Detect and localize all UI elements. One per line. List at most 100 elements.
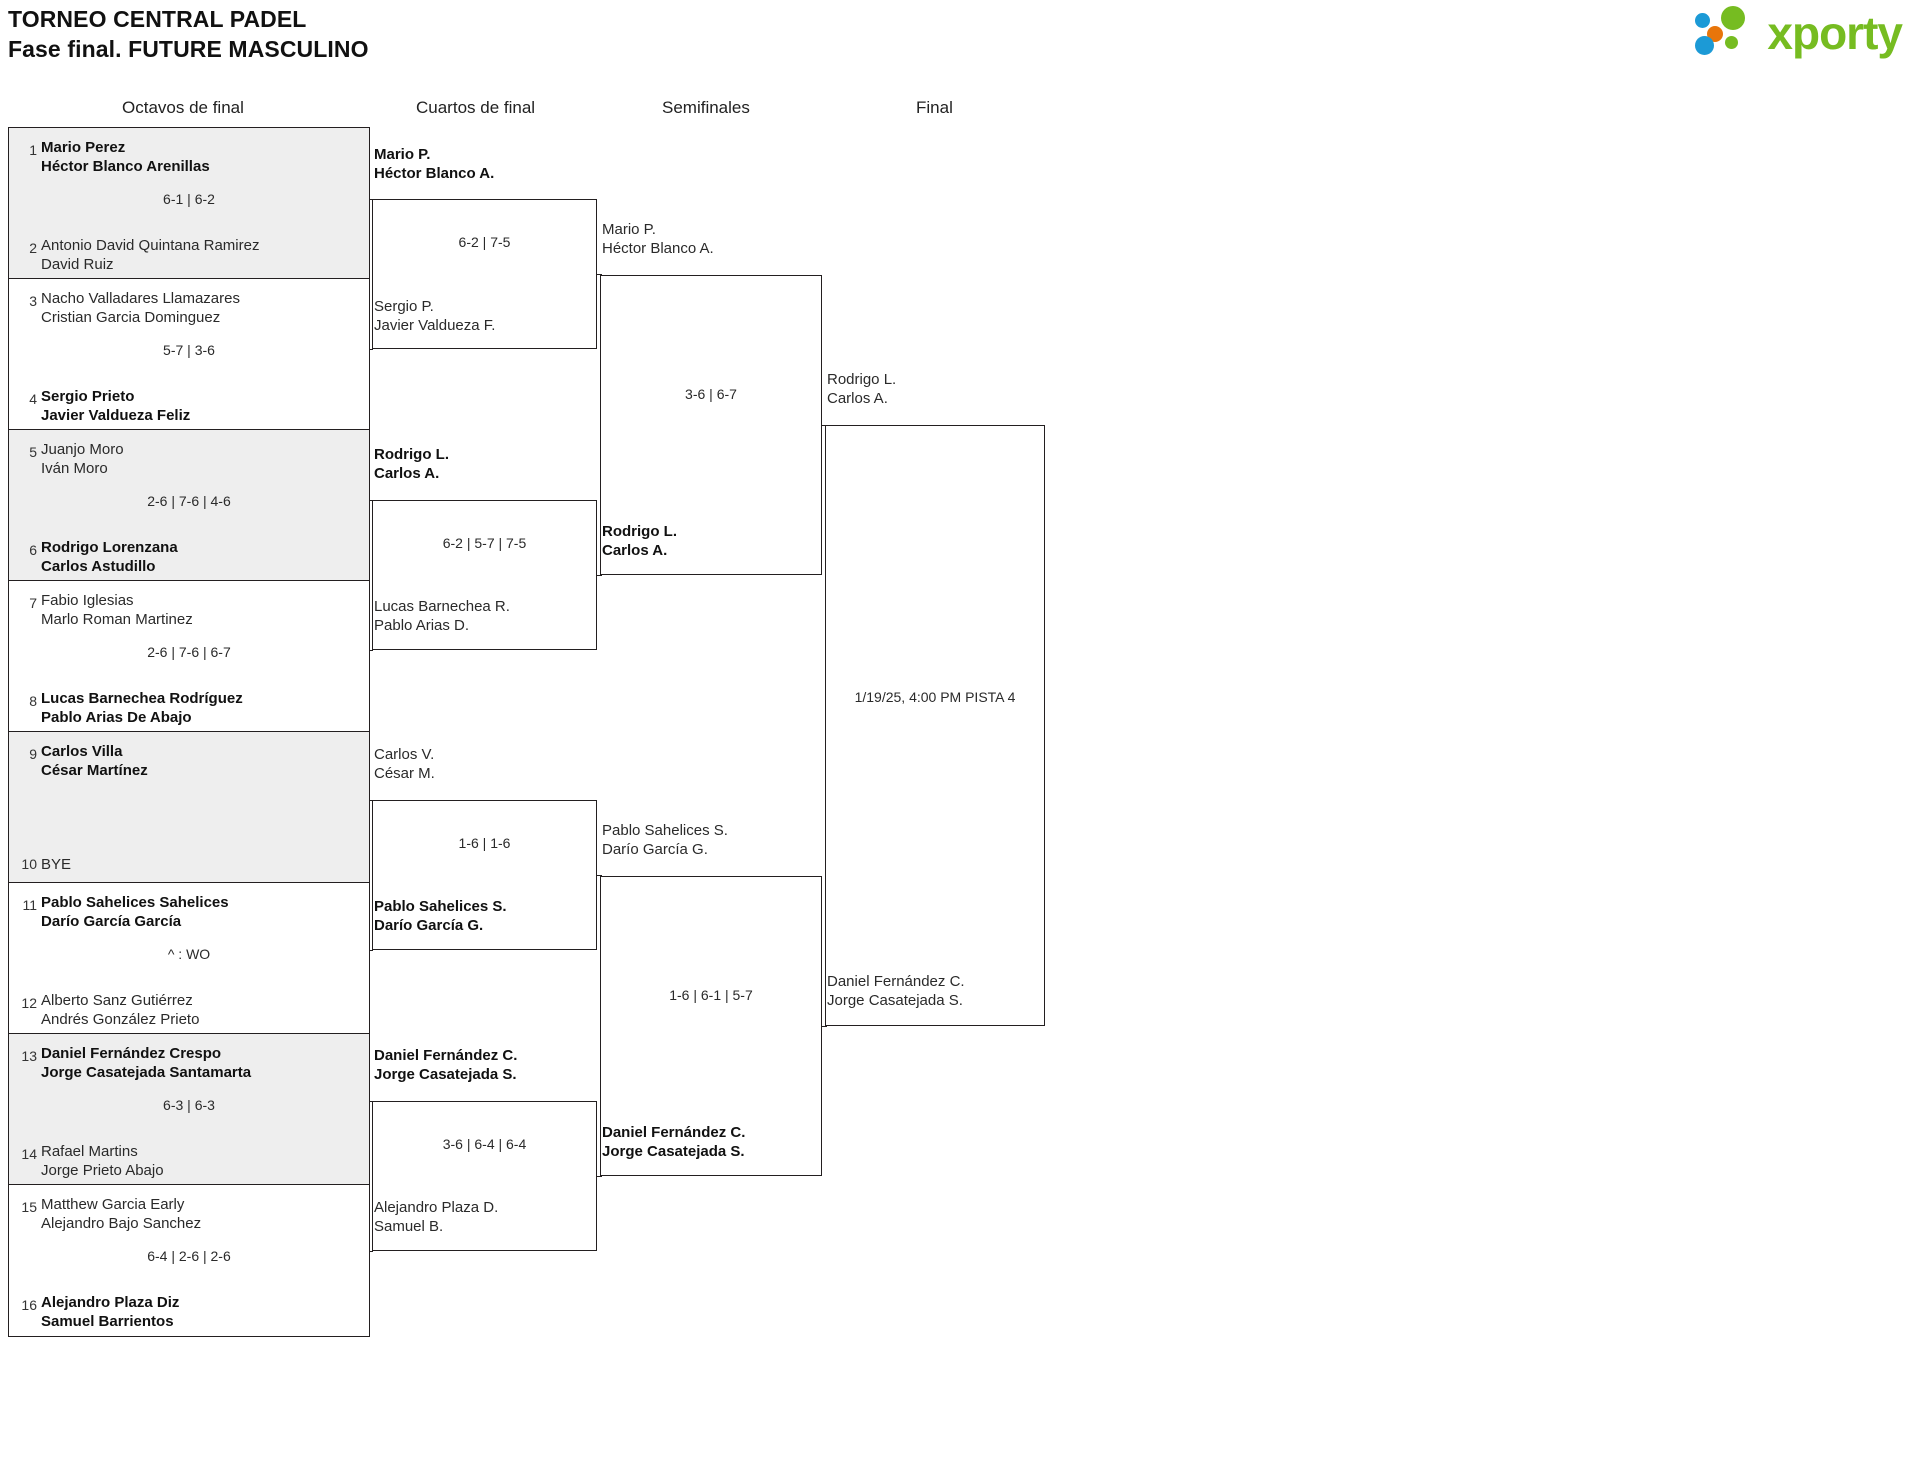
round3-team-bottom: Rodrigo L. Carlos A. xyxy=(602,522,677,560)
round1-match[interactable]: 15 Matthew Garcia Early Alejandro Bajo S… xyxy=(9,1185,369,1336)
match-score: 3-6 | 6-7 xyxy=(685,386,737,402)
team-name: Daniel Fernández Crespo Jorge Casatejada… xyxy=(41,1044,251,1082)
round2-team-bottom: Pablo Sahelices S. Darío García G. xyxy=(374,897,507,935)
connector-line xyxy=(369,800,373,801)
round2-team-top: Carlos V. César M. xyxy=(374,745,435,783)
player-1: Rodrigo L. xyxy=(602,523,677,540)
round2-team-bottom: Lucas Barnechea R. Pablo Arias D. xyxy=(374,597,510,635)
seed-number: 13 xyxy=(21,1048,37,1064)
player-2: Iván Moro xyxy=(41,460,108,478)
connector-line xyxy=(369,1101,373,1102)
seed-number: 2 xyxy=(29,240,37,256)
connector-line xyxy=(369,500,373,501)
player-1: Rodrigo L. xyxy=(827,371,897,388)
round4-match[interactable]: 1/19/25, 4:00 PM PISTA 4 xyxy=(825,425,1045,1026)
match-score: ^ : WO xyxy=(167,946,211,962)
match-score: 2-6 | 7-6 | 6-7 xyxy=(147,644,231,660)
player-1: Mario P. xyxy=(374,146,431,163)
player-2: Héctor Blanco A. xyxy=(374,165,495,183)
match-score: 6-1 | 6-2 xyxy=(163,191,215,207)
team-name: Matthew Garcia Early Alejandro Bajo Sanc… xyxy=(41,1195,201,1233)
round1-match[interactable]: 7 Fabio Iglesias Marlo Roman Martinez 2-… xyxy=(9,581,369,732)
player-1: Pablo Sahelices S. xyxy=(602,822,728,839)
page-title: TORNEO CENTRAL PADEL xyxy=(8,6,307,32)
round3-match[interactable]: 3-6 | 6-7 xyxy=(600,275,822,575)
round2-match[interactable]: 6-2 | 5-7 | 7-5 xyxy=(372,500,597,650)
round2-match[interactable]: 6-2 | 7-5 xyxy=(372,199,597,349)
player-2: Jorge Casatejada S. xyxy=(602,1143,745,1161)
round1-match[interactable]: 1 Mario Perez Héctor Blanco Arenillas 6-… xyxy=(9,128,369,279)
player-2: Darío García G. xyxy=(602,841,708,859)
player-2: César Martínez xyxy=(41,762,148,780)
round1-match[interactable]: 3 Nacho Valladares Llamazares Cristian G… xyxy=(9,279,369,430)
team-name: Mario Perez Héctor Blanco Arenillas xyxy=(41,138,210,176)
xporty-logo: xporty xyxy=(1695,6,1903,60)
round4-team-bottom: Daniel Fernández C. Jorge Casatejada S. xyxy=(827,972,965,1010)
round2-team-bottom: Sergio P. Javier Valdueza F. xyxy=(374,297,495,335)
team-name: Carlos Villa César Martínez xyxy=(41,742,148,780)
round-header-cuartos: Cuartos de final xyxy=(416,98,536,117)
round2-match[interactable]: 3-6 | 6-4 | 6-4 xyxy=(372,1101,597,1251)
player-1: Alejandro Plaza D. xyxy=(374,1199,499,1216)
team-name: Fabio Iglesias Marlo Roman Martinez xyxy=(41,591,193,629)
match-score: 2-6 | 7-6 | 4-6 xyxy=(147,493,231,509)
round1-match[interactable]: 5 Juanjo Moro Iván Moro 2-6 | 7-6 | 4-6 … xyxy=(9,430,369,581)
seed-number: 14 xyxy=(21,1146,37,1162)
player-1: Rodrigo L. xyxy=(374,446,449,463)
seed-number: 3 xyxy=(29,293,37,309)
connector-line xyxy=(369,349,373,350)
player-2: Samuel Barrientos xyxy=(41,1313,174,1331)
player-2: Marlo Roman Martinez xyxy=(41,611,193,629)
player-2: Carlos A. xyxy=(827,390,888,408)
team-name: Juanjo Moro Iván Moro xyxy=(41,440,124,478)
player-1: Rodrigo Lorenzana xyxy=(41,539,178,556)
team-name: Alejandro Plaza Diz Samuel Barrientos xyxy=(41,1293,179,1331)
round2-team-top: Mario P. Héctor Blanco A. xyxy=(374,145,494,183)
round1-match[interactable]: 13 Daniel Fernández Crespo Jorge Casatej… xyxy=(9,1034,369,1185)
player-2: Carlos A. xyxy=(374,465,440,483)
player-2: Jorge Prieto Abajo xyxy=(41,1162,164,1180)
connector-line xyxy=(369,1251,373,1252)
team-name: Alberto Sanz Gutiérrez Andrés González P… xyxy=(41,991,199,1029)
player-2: Darío García García xyxy=(41,913,182,931)
round1-match[interactable]: 9 Carlos Villa César Martínez 10 BYE xyxy=(9,732,369,883)
team-name: Sergio Prieto Javier Valdueza Feliz xyxy=(41,387,190,425)
match-score: 1-6 | 6-1 | 5-7 xyxy=(669,987,753,1003)
player-1: Rafael Martins xyxy=(41,1143,138,1160)
round3-match[interactable]: 1-6 | 6-1 | 5-7 xyxy=(600,876,822,1176)
round1-match[interactable]: 11 Pablo Sahelices Sahelices Darío Garcí… xyxy=(9,883,369,1034)
seed-number: 6 xyxy=(29,542,37,558)
player-1: Sergio Prieto xyxy=(41,388,135,405)
team-name: Pablo Sahelices Sahelices Darío García G… xyxy=(41,893,229,931)
connector-line xyxy=(822,1026,827,1027)
seed-number: 5 xyxy=(29,444,37,460)
page-header: TORNEO CENTRAL PADEL Fase final. FUTURE … xyxy=(8,4,369,65)
round2-match[interactable]: 1-6 | 1-6 xyxy=(372,800,597,950)
connector-line xyxy=(369,650,373,651)
round2-team-top: Rodrigo L. Carlos A. xyxy=(374,445,449,483)
round2-team-bottom: Alejandro Plaza D. Samuel B. xyxy=(374,1198,498,1236)
round-header-octavos: Octavos de final xyxy=(122,98,244,117)
player-2: César M. xyxy=(374,765,435,783)
player-1: Mario Perez xyxy=(41,139,126,156)
player-1: Lucas Barnechea R. xyxy=(374,598,510,615)
seed-number: 12 xyxy=(21,995,37,1011)
seed-number: 9 xyxy=(29,746,37,762)
connector-line xyxy=(369,950,373,951)
match-score: 6-2 | 5-7 | 7-5 xyxy=(442,535,527,551)
round2-team-top: Daniel Fernández C. Jorge Casatejada S. xyxy=(374,1046,517,1084)
player-1: Pablo Sahelices S. xyxy=(374,898,507,915)
player-1: Matthew Garcia Early xyxy=(41,1196,185,1213)
round4-team-top: Rodrigo L. Carlos A. xyxy=(827,370,896,408)
connector-line xyxy=(597,274,602,275)
player-2: Jorge Casatejada S. xyxy=(374,1066,517,1084)
player-1: Alberto Sanz Gutiérrez xyxy=(41,992,193,1009)
round3-team-bottom: Daniel Fernández C. Jorge Casatejada S. xyxy=(602,1123,745,1161)
bye-label: BYE xyxy=(41,856,72,873)
seed-number: 1 xyxy=(29,142,37,158)
player-1: Daniel Fernández C. xyxy=(602,1124,746,1141)
player-1: Lucas Barnechea Rodríguez xyxy=(41,690,243,707)
player-2: Alejandro Bajo Sanchez xyxy=(41,1215,202,1233)
round3-team-top: Pablo Sahelices S. Darío García G. xyxy=(602,821,728,859)
player-2: Jorge Casatejada Santamarta xyxy=(41,1064,252,1082)
